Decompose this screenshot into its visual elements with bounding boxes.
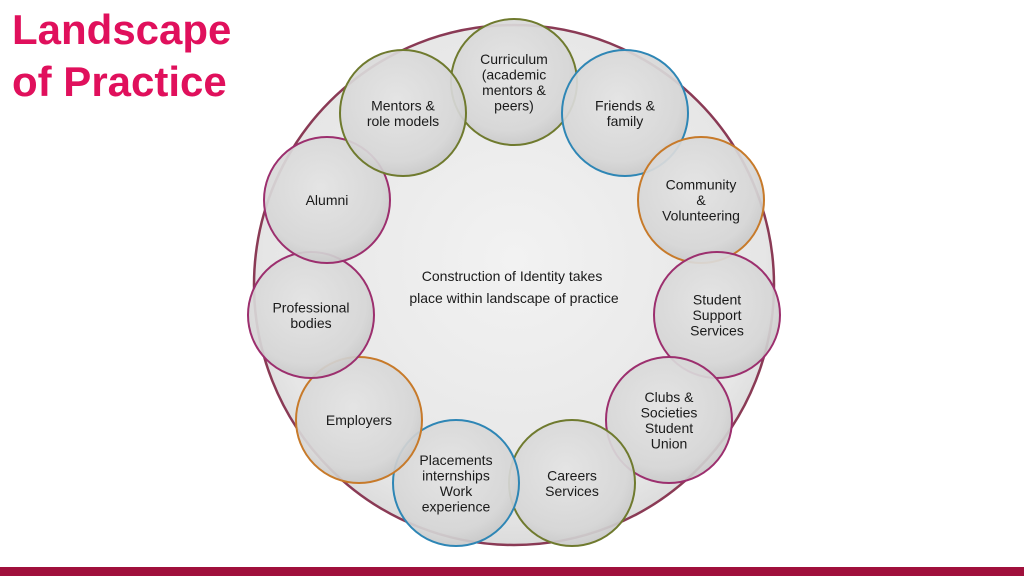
node-label-line: Careers [547,467,597,483]
node-label-line: Clubs & [644,389,694,405]
node-label-line: Student [645,420,693,436]
slide-title-line-2: of Practice [12,58,227,105]
node-community-volunteering: Community&Volunteering [637,136,765,264]
slide-title-line-1: Landscape [12,6,232,53]
node-label-line: family [607,113,644,129]
node-label-community-volunteering: Community&Volunteering [662,177,740,224]
slide-title: Landscape of Practice [12,4,231,108]
node-circle-friends-family [561,49,689,177]
node-friends-family: Friends &family [561,49,689,177]
node-label-line: Mentors & [371,97,435,113]
node-circle-placements [392,419,520,547]
footer-bar [0,567,1024,576]
node-circle-mentors-role-models [339,49,467,177]
node-label-mentors-role-models: Mentors &role models [367,97,439,129]
node-mentors-role-models: Mentors &role models [339,49,467,177]
node-label-alumni: Alumni [306,192,349,208]
node-label-line: Union [651,435,688,451]
node-label-line: Curriculum [480,51,548,67]
node-label-line: role models [367,113,439,129]
center-text-line-1: Construction of Identity takes [422,268,603,284]
node-label-line: bodies [290,315,331,331]
center-text-line-2: place within landscape of practice [409,290,619,306]
node-label-line: & [696,192,706,208]
node-label-line: Employers [326,412,392,428]
node-alumni: Alumni [263,136,391,264]
node-label-line: Services [690,323,744,339]
node-label-line: Friends & [595,97,656,113]
node-label-line: Alumni [306,192,349,208]
node-circle-clubs-societies [605,356,733,484]
node-label-line: Professional [272,299,349,315]
node-label-line: Student [693,292,741,308]
node-label-line: Support [692,307,741,323]
node-label-line: Services [545,483,599,499]
node-label-line: (academic [482,66,547,82]
node-label-employers: Employers [326,412,392,428]
node-label-line: Societies [641,404,698,420]
node-label-line: Placements [419,452,492,468]
node-label-line: mentors & [482,82,546,98]
node-label-line: Work [440,483,473,499]
center-text: Construction of Identity takes place wit… [409,268,619,306]
node-label-line: peers) [494,97,534,113]
node-circle-alumni [263,136,391,264]
node-employers: Employers [295,356,423,484]
node-label-line: Community [666,177,737,193]
node-label-line: Volunteering [662,208,740,224]
node-label-line: internships [422,467,490,483]
node-label-friends-family: Friends &family [595,97,656,129]
node-label-line: experience [422,498,491,514]
